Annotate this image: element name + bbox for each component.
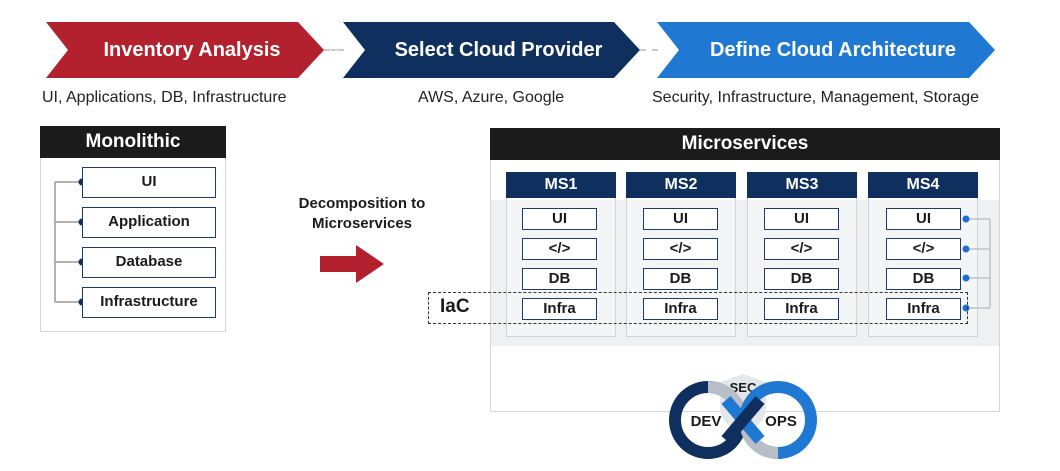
ms2-infra: Infra — [643, 298, 718, 320]
ms2-ui: UI — [643, 208, 718, 230]
ms4-infra: Infra — [886, 298, 961, 320]
ms4-ui: UI — [886, 208, 961, 230]
step-title: Inventory Analysis — [103, 39, 281, 61]
ms1-code: </> — [522, 238, 597, 260]
decomposition-label: Decomposition to Microservices — [262, 194, 462, 234]
step-title: Select Cloud Provider — [394, 39, 603, 61]
step-title: Define Cloud Architecture — [710, 39, 956, 61]
iac-dashed-group — [428, 292, 968, 324]
chevron-blue-shape — [657, 22, 995, 78]
step-inventory-analysis: Inventory Analysis — [46, 22, 324, 78]
step-subtitle: AWS, Azure, Google — [418, 89, 565, 106]
chevron-red-shape — [46, 22, 324, 78]
ms4-header: MS4 — [868, 172, 978, 198]
ms4-db: DB — [886, 268, 961, 290]
decomposition-line: Decomposition to — [298, 195, 426, 212]
devsecops-infinity-icon: SEC DEV OPS — [669, 374, 817, 459]
ms3-ui: UI — [764, 208, 839, 230]
step-select-cloud-provider: Select Cloud Provider — [343, 22, 640, 78]
step-subtitle: UI, Applications, DB, Infrastructure — [42, 89, 287, 106]
ms1-header: MS1 — [506, 172, 616, 198]
monolithic-layer-database: Database — [82, 247, 216, 278]
monolithic-layer-ui: UI — [82, 167, 216, 198]
chevron-navy-shape — [343, 22, 640, 78]
step-define-cloud-architecture: Define Cloud Architecture — [657, 22, 995, 78]
monolithic-title: Monolithic — [40, 126, 226, 158]
ms1-db: DB — [522, 268, 597, 290]
monolithic-layer-infrastructure: Infrastructure — [82, 287, 216, 318]
sec-text: SEC — [730, 380, 757, 395]
decomposition-line: Microservices — [311, 215, 413, 232]
ms1-ui: UI — [522, 208, 597, 230]
right-arrow-icon — [320, 245, 384, 283]
ms4-code: </> — [886, 238, 961, 260]
step-connector — [640, 49, 658, 51]
ms3-infra: Infra — [764, 298, 839, 320]
step-subtitle: Security, Infrastructure, Management, St… — [652, 89, 979, 106]
iac-label: IaC — [440, 296, 470, 317]
ms3-code: </> — [764, 238, 839, 260]
ms2-code: </> — [643, 238, 718, 260]
ms1-infra: Infra — [522, 298, 597, 320]
ms3-header: MS3 — [747, 172, 857, 198]
ms2-header: MS2 — [626, 172, 736, 198]
step-connector — [324, 49, 344, 51]
microservices-title: Microservices — [490, 128, 1000, 160]
ops-text: OPS — [765, 413, 797, 430]
monolithic-layer-application: Application — [82, 207, 216, 238]
ms3-db: DB — [764, 268, 839, 290]
ms2-db: DB — [643, 268, 718, 290]
dev-text: DEV — [691, 413, 722, 430]
